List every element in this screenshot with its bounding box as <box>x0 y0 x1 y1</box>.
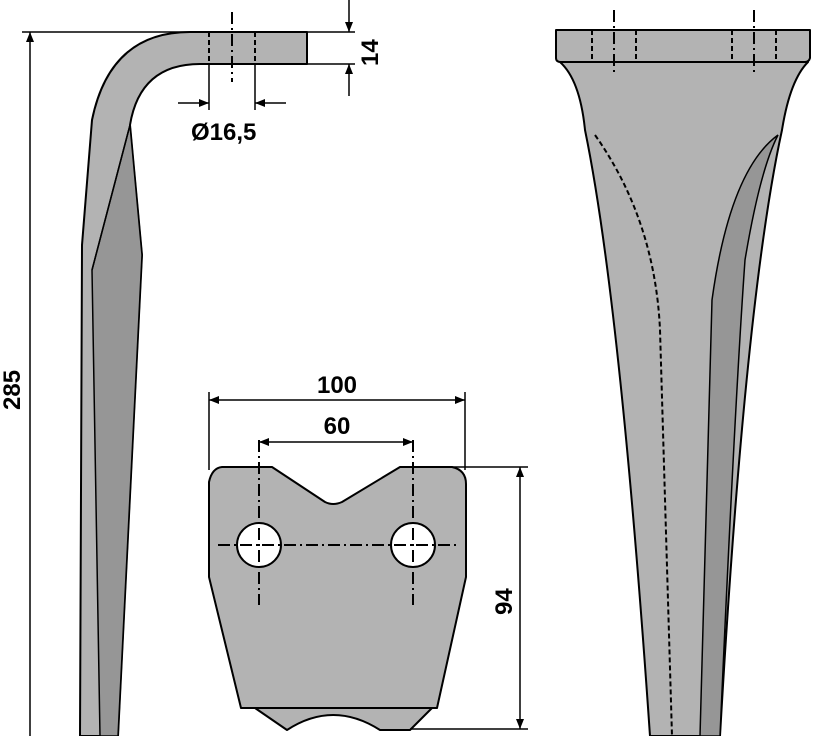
dimension-hole-spacing: 60 <box>259 413 413 446</box>
plate-lower-lip <box>254 707 433 731</box>
dimension-label-14: 14 <box>357 39 384 66</box>
plate-body <box>208 466 467 709</box>
dimension-label-285: 285 <box>0 370 26 410</box>
dimension-thickness: 14 <box>307 0 384 96</box>
dimension-label-diameter: Ø16,5 <box>191 119 256 146</box>
dimension-label-94: 94 <box>491 588 518 615</box>
front-view <box>555 10 811 736</box>
dimension-label-100: 100 <box>317 372 357 399</box>
dimension-plate-height: 94 <box>410 466 528 730</box>
plate-view <box>208 440 467 731</box>
front-view-facet <box>699 134 779 736</box>
dimension-hole-diameter: Ø16,5 <box>178 64 286 146</box>
front-view-top-plate <box>555 29 811 63</box>
dimension-plate-width: 100 <box>208 372 466 470</box>
front-view-blade <box>559 61 809 736</box>
dimension-overall-length: 285 <box>0 31 190 736</box>
dimension-label-60: 60 <box>324 413 351 440</box>
